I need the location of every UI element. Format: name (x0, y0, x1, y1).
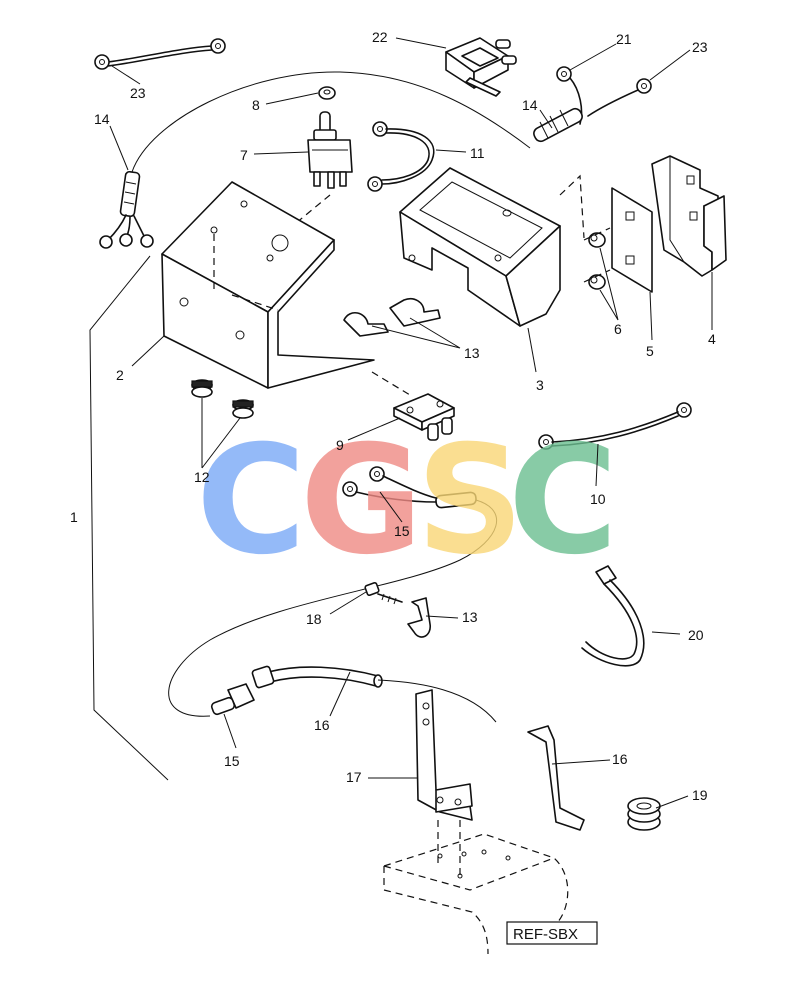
plate-5 (611, 187, 653, 293)
watermark-letter-c2: C (508, 414, 618, 588)
label-21: 21 (616, 31, 632, 47)
circuit-breaker-9 (393, 393, 455, 441)
label-8: 8 (252, 97, 260, 113)
label-5: 5 (646, 343, 654, 359)
circuit-breaker-22 (445, 37, 517, 97)
label-13-lower: 13 (462, 609, 478, 625)
cable-10 (538, 402, 692, 450)
screw-18 (364, 582, 403, 605)
label-16-bar: 16 (612, 751, 628, 767)
housing-3 (399, 167, 561, 327)
watermark-letter-c1: C (196, 414, 306, 588)
reference-base (383, 820, 569, 955)
strap-20 (581, 565, 645, 667)
label-1: 1 (70, 509, 78, 525)
label-17: 17 (346, 769, 362, 785)
label-3: 3 (536, 377, 544, 393)
label-19: 19 (692, 787, 708, 803)
harness-16-lower (251, 665, 497, 723)
label-7: 7 (240, 147, 248, 163)
channel-4 (651, 155, 727, 277)
label-14-right: 14 (522, 97, 538, 113)
label-4: 4 (708, 331, 716, 347)
label-9: 9 (336, 437, 344, 453)
watermark-letter-g: G (300, 414, 423, 588)
watermark-letter-s: S (416, 414, 524, 588)
grommets-12 (191, 379, 254, 419)
reference-text: REF-SBX (513, 926, 578, 943)
spacers-6 (588, 232, 606, 290)
label-23-left: 23 (130, 85, 146, 101)
toggle-switch-7 (307, 111, 353, 189)
watermark: C G S C (196, 414, 618, 588)
label-20: 20 (688, 627, 704, 643)
cable-21-23 (533, 66, 652, 143)
label-12: 12 (194, 469, 210, 485)
label-2: 2 (116, 367, 124, 383)
bar-16 (527, 725, 585, 831)
harness-15-middle (342, 466, 477, 509)
reference-label: REF-SBX (506, 921, 598, 945)
connector-15-lower (210, 683, 255, 716)
label-10: 10 (590, 491, 606, 507)
bracket-17 (415, 689, 473, 821)
part-labels: 23 14 8 7 11 22 21 23 14 1 2 3 4 5 6 13 … (70, 29, 716, 803)
cable-23-left (94, 38, 226, 70)
nut-8 (318, 86, 336, 100)
cable-11 (367, 121, 435, 192)
grommet-19 (627, 797, 661, 831)
label-14-left: 14 (94, 111, 110, 127)
clips-13-upper (343, 297, 441, 337)
harness-14-left (99, 170, 154, 249)
label-15-lower: 15 (224, 753, 240, 769)
label-18: 18 (306, 611, 322, 627)
leader-lines (109, 37, 713, 809)
label-13-upper: 13 (464, 345, 480, 361)
label-16-lower: 16 (314, 717, 330, 733)
clip-13-lower (407, 597, 431, 638)
label-22: 22 (372, 29, 388, 45)
bracket-2 (161, 181, 375, 389)
label-23-right: 23 (692, 39, 708, 55)
label-15-middle: 15 (394, 523, 410, 539)
label-11: 11 (470, 145, 485, 161)
label-6: 6 (614, 321, 622, 337)
